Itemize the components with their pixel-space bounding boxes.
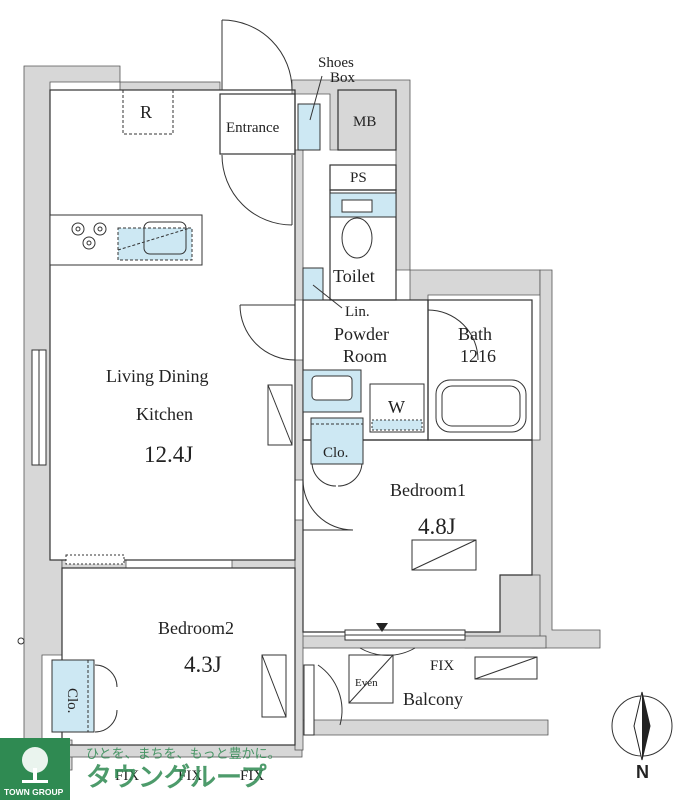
refrigerator-space [122,89,174,135]
fix-balcony-label: FIX [430,658,454,674]
shoes-box [297,103,321,151]
even-label: Even [355,677,378,689]
bathtub [435,379,527,433]
bedroom2-label: Bedroom2 [158,618,234,638]
refrigerator-label: R [140,102,152,122]
logo-name-en: TOWN GROUP [4,787,64,797]
linen-cabinet [302,267,324,301]
toilet-icon [341,199,373,259]
balcony-even [348,654,394,704]
closet1-label: Clo. [323,445,348,461]
entrance-label: Entrance [226,120,280,136]
fix-label-2: FIX [178,768,202,784]
mb-label: MB [353,114,376,130]
company-logo: TOWN GROUP ひとを、まちを、もっと豊かに。 タウングループ [0,738,281,800]
ldk-size: 12.4J [144,442,193,467]
fixtures [49,75,538,733]
bedroom1-label: Bedroom1 [390,480,466,500]
shoes-box-label-2: Box [330,70,356,86]
balcony-label: Balcony [403,689,463,709]
closet-bedroom2 [51,659,95,733]
washer-label: W [388,397,405,417]
logo-tagline: ひとを、まちを、もっと豊かに。 [86,746,281,761]
tree-logo-icon [22,747,48,783]
ps-label: PS [350,170,367,186]
closet2-label: Clo. [64,688,80,713]
ldk-label-2: Kitchen [136,404,193,424]
powder-room-label-2: Room [343,346,387,366]
ldk-label-1: Living Dining [106,366,209,386]
shoes-box-label-1: Shoes [318,55,354,71]
bedroom1-size: 4.8J [418,514,456,539]
north-arrow: N [611,691,673,782]
kitchen-sink [117,227,193,261]
windows [31,349,466,736]
linen-label: Lin. [345,304,370,320]
bedroom2-size: 4.3J [184,652,222,677]
reference-dot [17,637,25,645]
closet-bedroom1 [310,417,364,465]
fix-label-1: FIX [115,768,139,784]
stove-icon [71,222,107,250]
bath-label-1: Bath [458,324,492,344]
entry-arrow-icon [376,623,388,632]
ac-unit-icon [261,384,538,718]
north-label: N [636,762,649,782]
logo-name-jp: タウングループ [86,762,267,792]
toilet-label: Toilet [333,266,375,286]
room-labels: Shoes Box MB Entrance R PS Toilet Lin. P… [64,55,496,784]
fix-label-3: FIX [240,768,264,784]
powder-room-label-1: Powder [334,324,389,344]
bath-label-2: 1216 [460,346,496,366]
